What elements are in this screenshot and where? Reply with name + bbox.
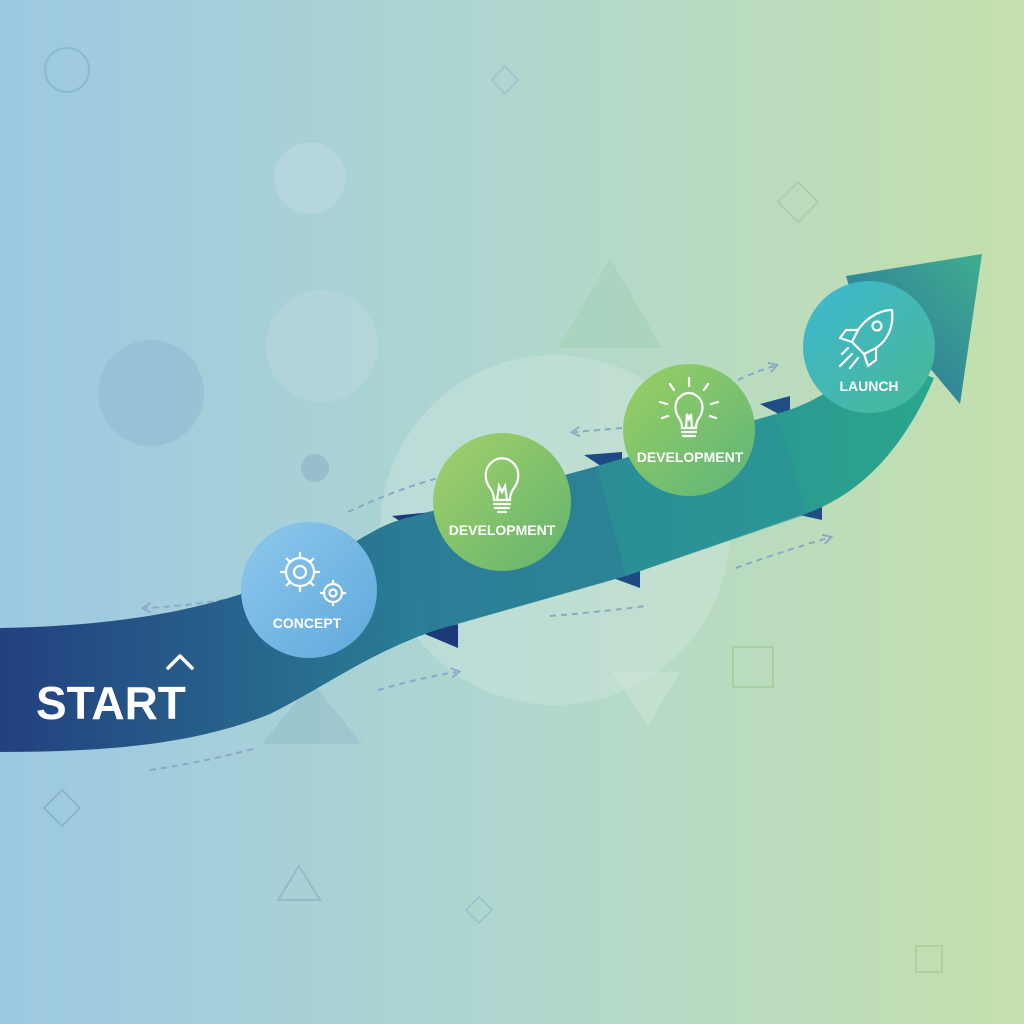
deco-blob-triangle (558, 258, 662, 348)
dashed-arrow (140, 597, 236, 614)
deco-diamond (464, 895, 494, 925)
stage-circle (623, 364, 755, 496)
stage-concept: CONCEPT (241, 522, 377, 658)
deco-diamond (490, 64, 520, 96)
decorative-shapes (42, 47, 943, 973)
deco-blob (266, 290, 378, 402)
deco-triangle (276, 864, 322, 901)
stage-label-launch: LAUNCH (839, 378, 898, 394)
dashed-arrow (569, 426, 623, 438)
dashed-arrow (735, 533, 834, 569)
caret-up-icon (166, 654, 194, 670)
dashed-arrow (737, 361, 780, 381)
deco-square (915, 945, 943, 973)
dashed-arrows (140, 361, 834, 771)
deco-blob (301, 454, 329, 482)
stage-circle (803, 281, 935, 413)
deco-diamond (42, 788, 82, 828)
stage-label-development: DEVELOPMENT (637, 449, 744, 465)
stage-launch: LAUNCH (803, 281, 935, 413)
deco-blob-triangle (262, 682, 362, 744)
glowing-lightbulb-icon (658, 376, 720, 438)
deco-blob (274, 142, 346, 214)
dashed-arrow (549, 605, 646, 617)
stage-circle (241, 522, 377, 658)
gears-icon (280, 552, 346, 606)
stage-label-concept: CONCEPT (273, 615, 342, 631)
stage-development-2: DEVELOPMENT (623, 364, 755, 496)
lightbulb-icon (484, 457, 520, 514)
stage-circle (433, 433, 571, 571)
start-marker: START (36, 654, 194, 729)
stage-label-development: DEVELOPMENT (449, 522, 556, 538)
start-label: START (36, 677, 186, 729)
rocket-icon (838, 308, 894, 370)
dashed-arrow (347, 477, 439, 513)
deco-ring (44, 47, 90, 93)
deco-blob-triangle (612, 672, 680, 726)
stage-development-1: DEVELOPMENT (433, 433, 571, 571)
deco-square (732, 646, 774, 688)
dashed-arrow (149, 747, 257, 771)
deco-diamond (776, 180, 820, 224)
deco-blob (98, 340, 204, 446)
